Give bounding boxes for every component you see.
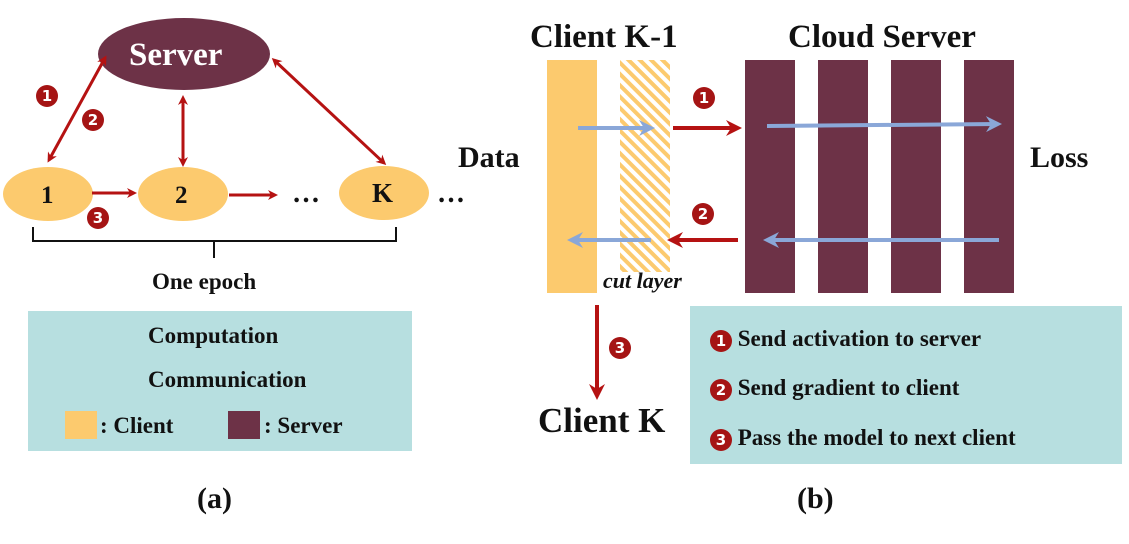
legend-computation-label: Computation <box>148 323 279 348</box>
client-layer-bar <box>547 60 597 293</box>
server-node <box>98 18 270 90</box>
client-k-title: Client K <box>538 401 666 440</box>
server-layer-bar-3 <box>891 60 941 293</box>
epoch-label: One epoch <box>152 269 257 294</box>
client-1-label: 1 <box>41 182 54 209</box>
step-2-text: Send gradient to client <box>737 375 960 400</box>
legend-communication-label: Communication <box>148 367 307 392</box>
step-3-text: Pass the model to next client <box>737 425 1016 450</box>
legend-client-swatch <box>65 411 97 439</box>
step-3: 3 Pass the model to next client <box>710 426 1016 451</box>
badge-b-2: 2 <box>692 203 714 225</box>
epoch-brace <box>32 227 397 258</box>
legend-server-swatch <box>228 411 260 439</box>
client-k-label: K <box>372 178 394 208</box>
badge-a-2: 2 <box>82 109 104 131</box>
cloud-server-title: Cloud Server <box>788 19 976 55</box>
arrow-server-client1 <box>47 55 107 163</box>
badge-b-1: 1 <box>693 87 715 109</box>
server-layer-bar-4 <box>964 60 1014 293</box>
loss-label: Loss <box>1030 141 1089 174</box>
ellipsis-between: … <box>292 178 320 209</box>
step-1-text: Send activation to server <box>737 326 982 351</box>
step-2-badge: 2 <box>710 378 732 401</box>
panel-b <box>547 60 1014 400</box>
caption-a: (a) <box>197 482 232 515</box>
client-node-k <box>339 166 429 220</box>
arrow-server-clientk <box>271 57 387 166</box>
ellipsis-trailing: … <box>437 178 465 209</box>
legend-server-label: : Server <box>264 413 343 438</box>
client-node-1 <box>3 167 93 221</box>
cut-layer-label: cut layer <box>603 268 682 293</box>
client-km1-title: Client K-1 <box>530 19 678 55</box>
data-label: Data <box>458 141 520 174</box>
step-3-badge: 3 <box>710 428 732 451</box>
badge-a-3: 3 <box>87 207 109 229</box>
step-1: 1 Send activation to server <box>710 327 981 352</box>
server-label: Server <box>129 37 223 73</box>
legend-client-label: : Client <box>100 413 174 438</box>
step-1-badge: 1 <box>710 329 732 352</box>
cut-layer-bar <box>620 60 670 272</box>
legend-a: Computation Communication : Client : Ser… <box>28 311 412 451</box>
server-layer-bar-1 <box>745 60 795 293</box>
badge-a-1: 1 <box>36 85 58 107</box>
badge-b-3: 3 <box>609 337 631 359</box>
step-2: 2 Send gradient to client <box>710 376 959 401</box>
client-node-2 <box>138 167 228 221</box>
forward-computation-arrow-server <box>766 116 1002 133</box>
client-2-label: 2 <box>175 182 188 209</box>
server-layer-bar-2 <box>818 60 868 293</box>
caption-b: (b) <box>797 482 834 515</box>
legend-b: 1 Send activation to server 2 Send gradi… <box>690 306 1122 464</box>
